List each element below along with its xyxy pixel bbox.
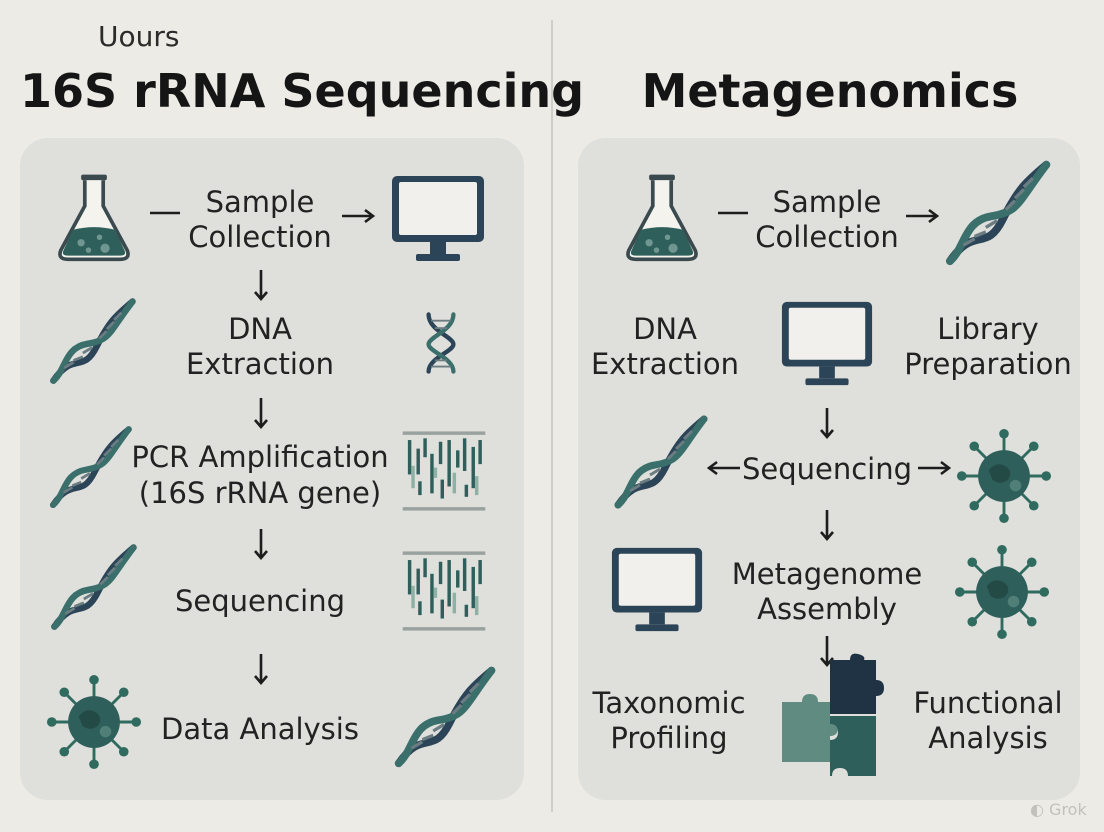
puzzle-icon — [782, 653, 884, 776]
sequencing-gel-icon — [402, 551, 486, 631]
step-dna-line2: Extraction — [185, 347, 335, 381]
step-pcr-line2: (16S rRNA gene) — [138, 476, 382, 510]
arrow-right-icon — [918, 460, 952, 476]
arrow-down-icon — [254, 270, 268, 301]
arrow-left-sample — [718, 211, 748, 215]
arrow-right-icon — [342, 208, 376, 224]
microbe-icon — [956, 428, 1052, 524]
dna-helix-icon — [44, 542, 142, 634]
step-sample-line2: Collection — [755, 220, 899, 254]
step-sample-line2: Collection — [188, 220, 332, 254]
arrow-down-icon — [254, 398, 268, 429]
arrow-down-icon — [820, 510, 834, 541]
step-sequencing: Sequencing — [174, 584, 346, 618]
microbe-icon — [46, 674, 142, 770]
center-divider — [551, 20, 553, 812]
step-taxonomic-line2: Profiling — [610, 721, 728, 755]
monitor-icon — [611, 547, 703, 632]
dna-helix-icon — [44, 424, 136, 512]
dna-helix-icon — [938, 158, 1056, 270]
monitor-icon — [781, 301, 873, 386]
dna-helix-icon — [44, 296, 140, 388]
watermark: ◐ Grok — [1030, 800, 1087, 819]
title-16s: 16S rRNA Sequencing — [20, 64, 585, 118]
arrow-down-icon — [820, 408, 834, 439]
corner-label: Uours — [98, 20, 180, 53]
title-metagenomics: Metagenomics — [641, 64, 1019, 118]
step-sample-line1: Sample — [205, 185, 315, 219]
step-functional-line1: Functional — [913, 686, 1063, 720]
arrow-left-sample — [150, 211, 180, 215]
step-dna-line1: DNA — [228, 312, 292, 346]
arrow-down-icon — [254, 529, 268, 560]
step-data-analysis: Data Analysis — [161, 712, 359, 746]
step-dna-line1: DNA — [633, 312, 697, 346]
step-pcr-line1: PCR Amplification — [131, 440, 389, 474]
watermark-icon: ◐ — [1030, 800, 1050, 819]
step-dna-line2: Extraction — [590, 347, 740, 381]
step-library-line1: Library — [937, 312, 1039, 346]
dna-helix-icon — [610, 412, 710, 514]
dna-helix-icon — [388, 664, 500, 772]
flask-icon — [616, 164, 708, 270]
step-functional-line2: Analysis — [928, 721, 1048, 755]
step-sample-line1: Sample — [772, 185, 882, 219]
microbe-icon — [954, 544, 1050, 640]
arrow-down-icon — [254, 654, 268, 685]
step-sequencing: Sequencing — [741, 452, 913, 486]
step-taxonomic-line1: Taxonomic — [592, 686, 746, 720]
flask-icon — [48, 164, 140, 270]
sequencing-gel-icon — [402, 431, 486, 511]
step-library-line2: Preparation — [904, 347, 1072, 381]
arrow-left-icon — [706, 460, 740, 476]
step-metagenome-line2: Assembly — [757, 592, 897, 626]
step-metagenome-line1: Metagenome — [731, 557, 923, 591]
monitor-icon — [392, 176, 484, 261]
watermark-text: Grok — [1049, 800, 1087, 819]
arrow-right-icon — [906, 208, 940, 224]
dna-helix-vertical-icon — [410, 294, 472, 392]
